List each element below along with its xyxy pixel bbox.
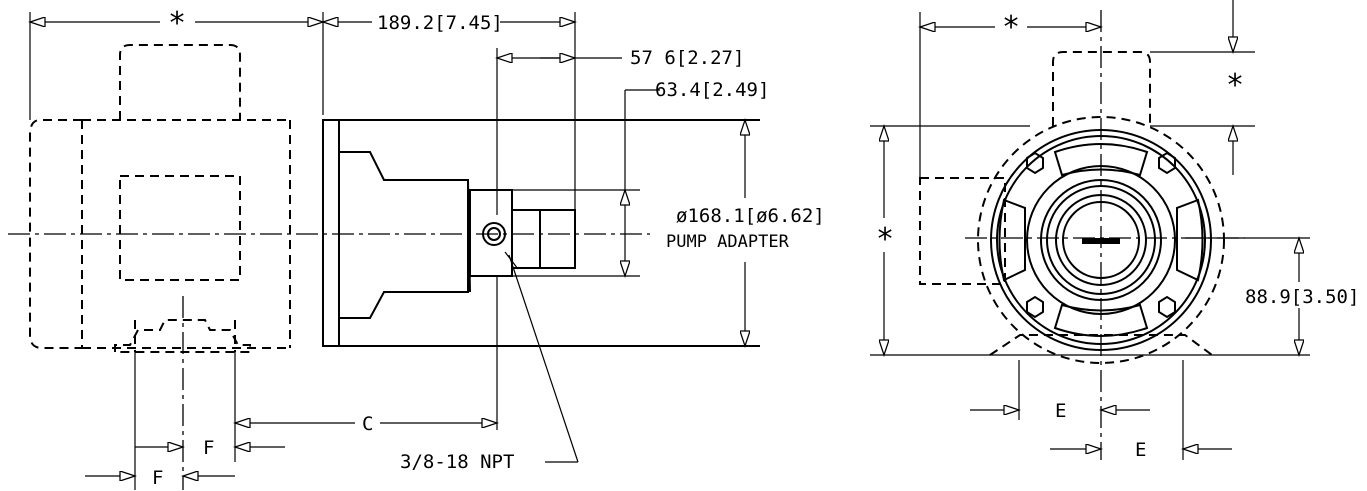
star-top-left: * [168, 6, 186, 41]
dim-f-lower: F [152, 467, 163, 489]
dim-63: 63.4[2.49] [655, 79, 769, 101]
dim-88: 88.9[3.50] [1245, 286, 1359, 308]
dim-57: 57 6[2.27] [630, 47, 744, 69]
dim-f-upper: F [203, 437, 214, 459]
npt-label: 3/8-18 NPT [400, 451, 514, 473]
dimension-labels: * 189.2[7.45] 57 6[2.27] 63.4[2.49] ø168… [152, 6, 1359, 489]
side-view [8, 12, 760, 490]
star-right-top: * [1002, 10, 1020, 45]
dim-c: C [362, 413, 373, 435]
star-right-left: * [876, 222, 894, 257]
end-view [870, 0, 1310, 460]
dim-overall: 189.2[7.45] [377, 12, 503, 34]
dim-e-upper: E [1055, 400, 1066, 422]
dim-e-lower: E [1135, 439, 1146, 461]
pump-adapter-label: PUMP ADAPTER [666, 232, 790, 252]
dim-diameter: ø168.1[ø6.62] [676, 205, 825, 227]
star-right-side: * [1226, 68, 1244, 103]
